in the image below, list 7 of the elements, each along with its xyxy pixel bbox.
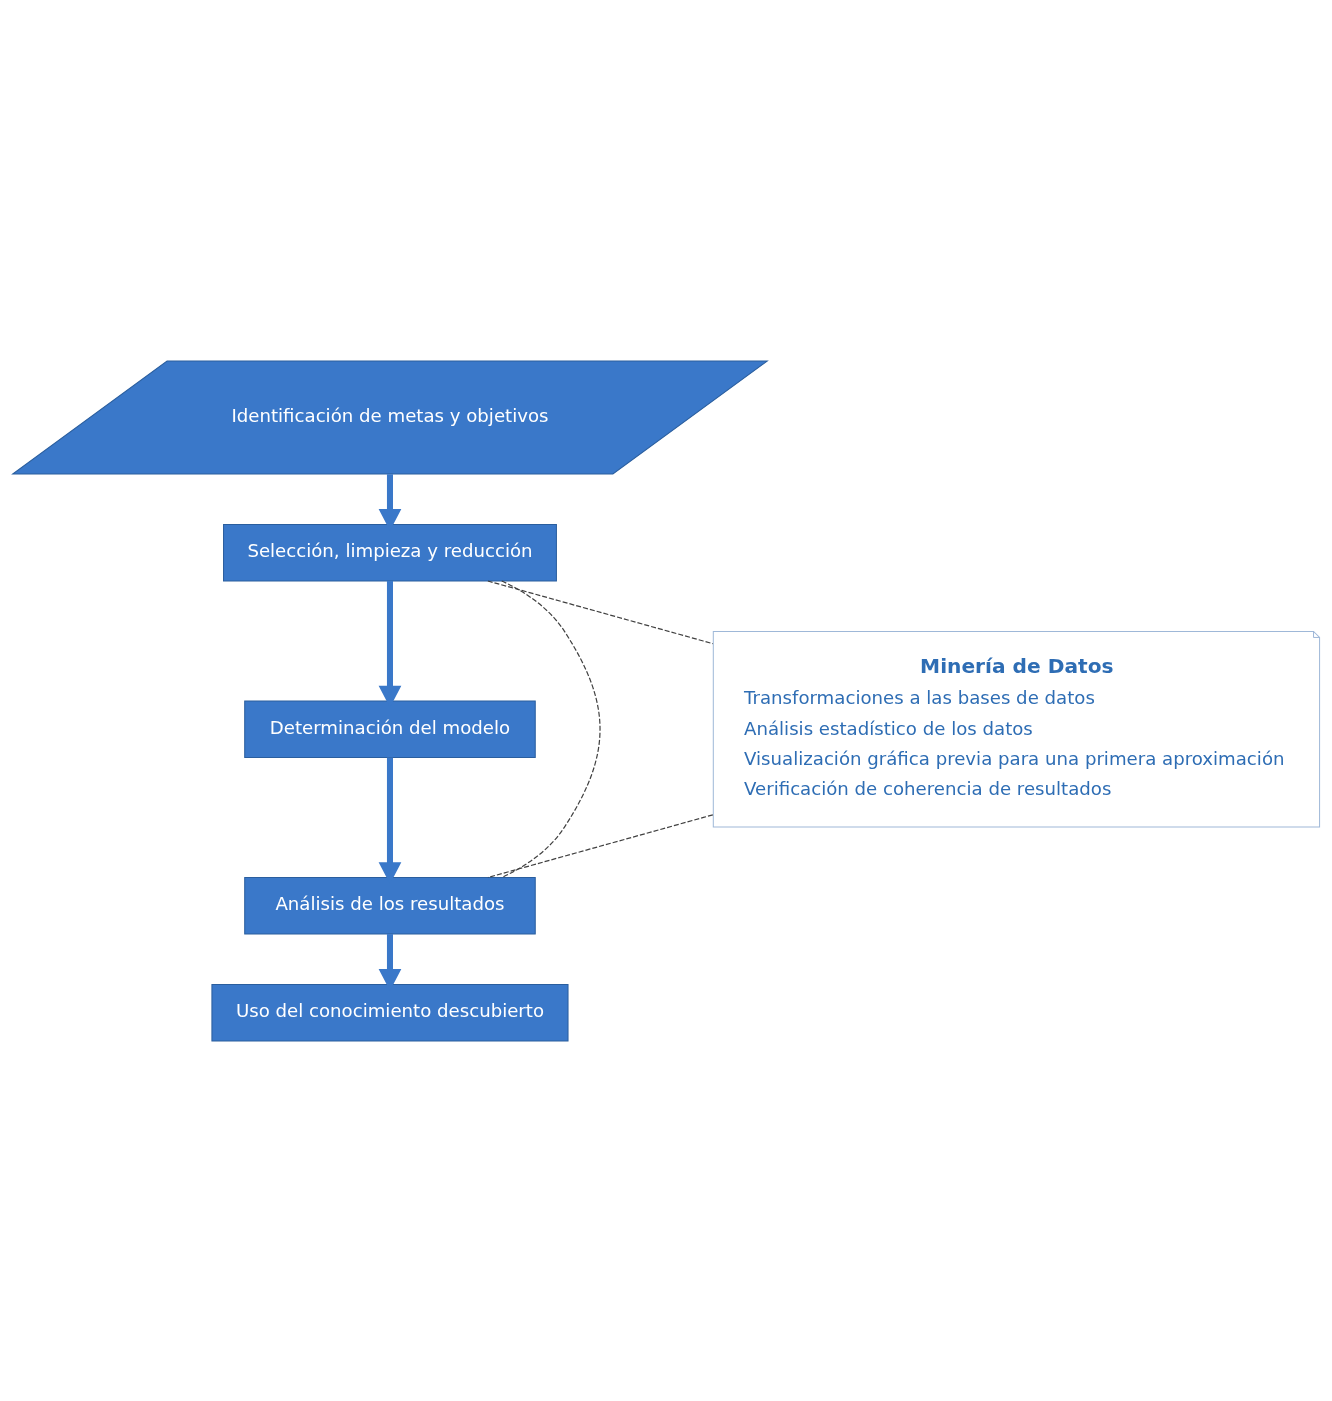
connector xyxy=(487,579,714,644)
connector xyxy=(501,579,601,878)
connector xyxy=(487,813,714,878)
node-box: Determinación del modelo xyxy=(244,700,536,758)
node-box: Selección, limpieza y reducción xyxy=(223,523,557,581)
node-box: Análisis de los resultados xyxy=(244,876,536,935)
node-box: Uso del conocimiento descubierto xyxy=(211,983,569,1041)
